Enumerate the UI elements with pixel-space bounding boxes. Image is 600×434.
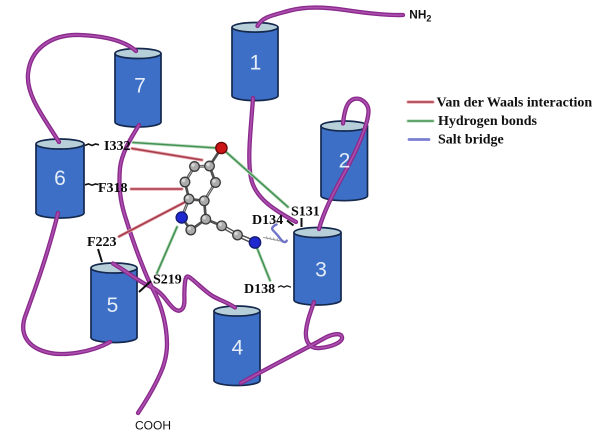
- svg-text:COOH: COOH: [135, 419, 171, 433]
- svg-text:7: 7: [134, 75, 146, 98]
- svg-text:5: 5: [107, 294, 119, 317]
- svg-text:S131: S131: [291, 205, 320, 220]
- svg-text:D138: D138: [244, 282, 275, 297]
- svg-text:6: 6: [54, 167, 66, 190]
- svg-text:3: 3: [315, 259, 327, 282]
- svg-text:S219: S219: [153, 273, 182, 288]
- svg-text:Hydrogen bonds: Hydrogen bonds: [438, 114, 537, 129]
- svg-text:1: 1: [250, 52, 262, 75]
- svg-text:4: 4: [232, 337, 244, 360]
- svg-text:I332: I332: [104, 139, 130, 154]
- svg-text:Salt bridge: Salt bridge: [438, 133, 504, 148]
- svg-text:Van der Waals interaction: Van der Waals interaction: [437, 96, 593, 111]
- svg-text:2: 2: [339, 150, 351, 173]
- svg-text:NH2: NH2: [409, 8, 431, 24]
- svg-text:F223: F223: [87, 235, 117, 250]
- svg-text:F318: F318: [98, 181, 128, 196]
- svg-text:D134: D134: [252, 213, 283, 228]
